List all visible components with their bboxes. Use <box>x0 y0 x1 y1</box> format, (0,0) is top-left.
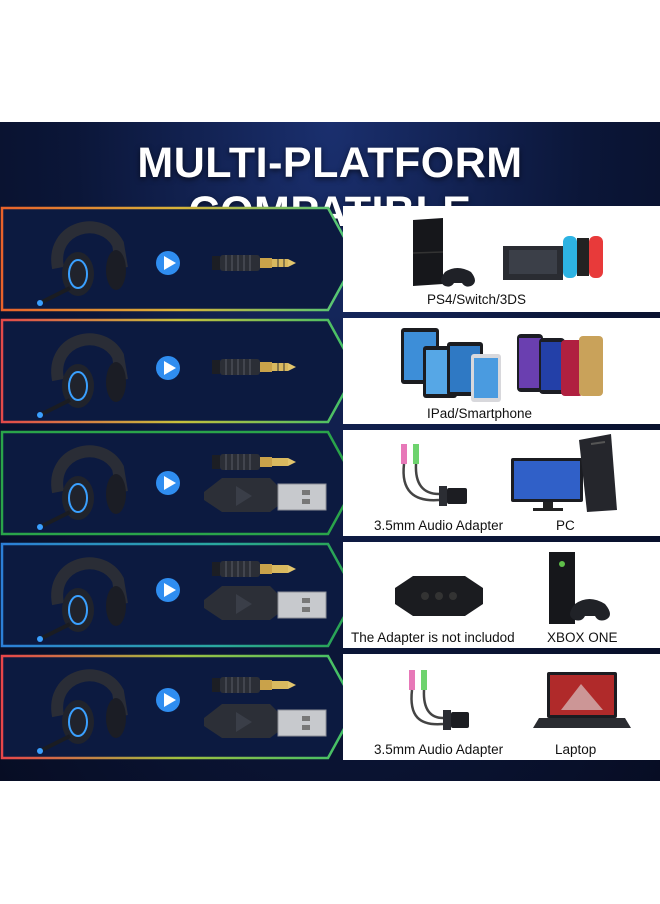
audio-jack-icon <box>212 677 296 693</box>
platform-row-3: 3.5mm Audio Adapter PC <box>0 430 660 536</box>
platform-row-5: 3.5mm Audio Adapter Laptop <box>0 654 660 760</box>
play-arrow-icon <box>156 688 180 712</box>
nintendo-switch-icon <box>503 236 603 280</box>
device-panel: 3.5mm Audio Adapter Laptop <box>343 654 660 760</box>
pc-tower-icon <box>579 434 617 512</box>
play-arrow-icon <box>156 471 180 495</box>
audio-jack-icon <box>212 255 296 271</box>
device-caption: 3.5mm Audio Adapter <box>374 742 504 757</box>
audio-adapter-icon <box>401 444 467 506</box>
platform-row-2: IPad/Smartphone <box>0 318 660 424</box>
platform-row-1: PS4/Switch/3DS <box>0 206 660 312</box>
play-arrow-icon <box>156 578 180 602</box>
usb-plug-icon <box>204 478 327 512</box>
audio-jack-icon <box>212 561 296 577</box>
smartphone-icon <box>517 334 603 396</box>
device-caption: The Adapter is not includod <box>351 630 515 645</box>
device-panel: IPad/Smartphone <box>343 318 660 424</box>
headset-icon <box>37 333 128 418</box>
laptop-icon <box>533 672 631 728</box>
device-caption: PS4/Switch/3DS <box>427 292 527 307</box>
device-caption: XBOX ONE <box>547 630 618 645</box>
headset-icon <box>37 221 128 306</box>
xbox-adapter-icon <box>395 576 483 616</box>
device-panel: 3.5mm Audio Adapter PC <box>343 430 660 536</box>
device-caption: PC <box>556 518 575 533</box>
audio-jack-icon <box>212 454 296 470</box>
device-panel: The Adapter is not includod XBOX ONE <box>343 542 660 648</box>
device-caption: Laptop <box>555 742 597 757</box>
gamepad-icon <box>441 268 475 287</box>
tablet-icon <box>401 328 501 402</box>
audio-adapter-icon <box>409 670 469 730</box>
usb-plug-icon <box>204 586 327 620</box>
gamepad-icon <box>570 599 610 621</box>
headset-icon <box>37 669 128 754</box>
device-caption: 3.5mm Audio Adapter <box>374 518 504 533</box>
play-arrow-icon <box>156 356 180 380</box>
pc-monitor-icon <box>511 458 583 511</box>
usb-plug-icon <box>204 704 327 738</box>
audio-jack-icon <box>212 359 296 375</box>
platform-row-4: The Adapter is not includod XBOX ONE <box>0 542 660 648</box>
device-caption: IPad/Smartphone <box>427 406 533 421</box>
play-arrow-icon <box>156 251 180 275</box>
headset-icon <box>37 445 128 530</box>
headset-icon <box>37 557 128 642</box>
device-panel: PS4/Switch/3DS <box>343 206 660 312</box>
ps4-console-icon <box>412 218 444 286</box>
